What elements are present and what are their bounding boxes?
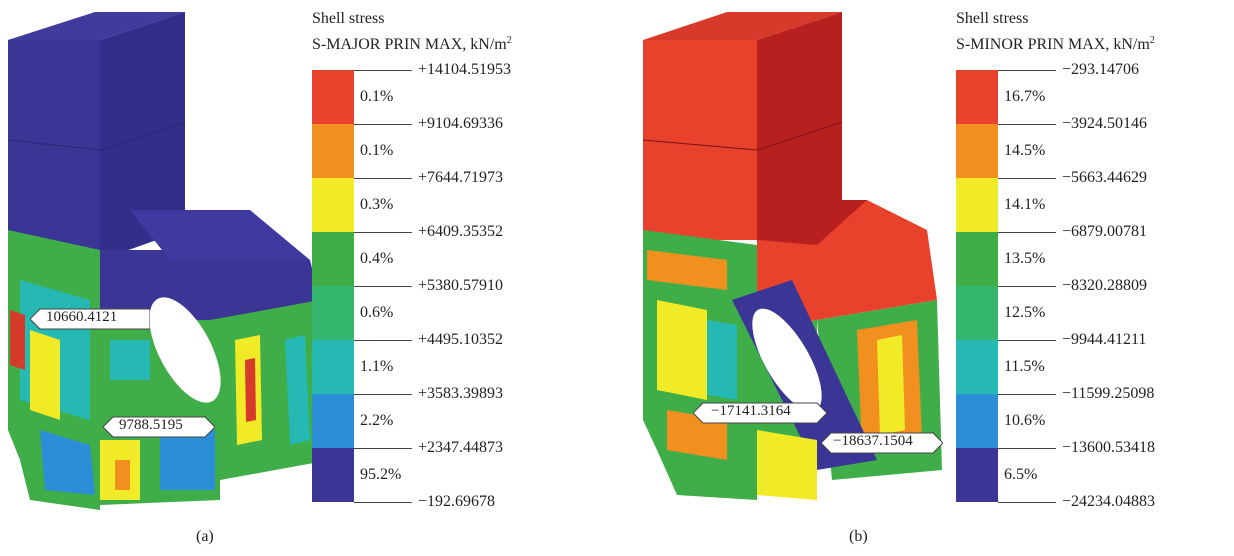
caption-a: (a) <box>196 528 214 545</box>
percent-label: 14.5% <box>1004 142 1046 159</box>
percent-label: 12.5% <box>1004 304 1046 321</box>
scale-band <box>312 448 354 502</box>
percent-label: 0.1% <box>360 142 394 159</box>
percent-label: 0.6% <box>360 304 394 321</box>
tick-label: −9944.41211 <box>998 331 1146 349</box>
stress-model-major <box>7 12 332 510</box>
callout-max-1: 10660.4121 <box>29 308 151 335</box>
legend-minor: Shell stress S-MINOR PRIN MAX, kN/m2 −29… <box>956 8 1226 528</box>
tick-label: +2347.44873 <box>354 439 503 457</box>
scale-band <box>956 394 998 448</box>
scale-band <box>956 286 998 340</box>
tick-label: −293.14706 <box>998 61 1139 79</box>
panel-a: 10660.4121 9788.5195 Shell stress S-MAJO… <box>0 0 617 556</box>
tick-label: +9104.69336 <box>354 115 503 133</box>
percent-label: 0.3% <box>360 196 394 213</box>
callout-max-2: 9788.5195 <box>102 416 216 443</box>
panel-b: −17141.3164 −18637.1504 Shell stress S-M… <box>617 0 1234 556</box>
percent-label: 95.2% <box>360 466 402 483</box>
legend-major: Shell stress S-MAJOR PRIN MAX, kN/m2 +14… <box>312 8 582 528</box>
tick-label: −24234.04883 <box>998 493 1155 511</box>
percent-label: 6.5% <box>1004 466 1038 483</box>
scale-band <box>312 340 354 394</box>
tick-label: −6879.00781 <box>998 223 1147 241</box>
tick-label: +7644.71973 <box>354 169 503 187</box>
scale-band <box>312 178 354 232</box>
tick-label: −11599.25098 <box>998 385 1154 403</box>
scale-band <box>956 232 998 286</box>
legend-title: Shell stress <box>312 10 385 27</box>
tick-label: −5663.44629 <box>998 169 1147 187</box>
tick-label: +6409.35352 <box>354 223 503 241</box>
scale-band <box>956 70 998 124</box>
percent-label: 10.6% <box>1004 412 1046 429</box>
percent-label: 0.4% <box>360 250 394 267</box>
tick-label: −3924.50146 <box>998 115 1147 133</box>
scale-band <box>312 232 354 286</box>
tick-label: +14104.51953 <box>354 61 511 79</box>
scale-band <box>312 394 354 448</box>
tick-label: −8320.28809 <box>998 277 1147 295</box>
scale-band <box>956 178 998 232</box>
percent-label: 2.2% <box>360 412 394 429</box>
legend-title: Shell stress <box>956 10 1029 27</box>
legend-quantity: S-MINOR PRIN MAX, kN/m2 <box>956 35 1155 53</box>
scale-band <box>956 448 998 502</box>
scale-band <box>312 70 354 124</box>
scale-band <box>956 124 998 178</box>
percent-label: 16.7% <box>1004 88 1046 105</box>
tick-label: +5380.57910 <box>354 277 503 295</box>
legend-quantity: S-MAJOR PRIN MAX, kN/m2 <box>312 35 512 53</box>
scale-band <box>312 124 354 178</box>
percent-label: 1.1% <box>360 358 394 375</box>
callout-min-2: −18637.1504 <box>820 432 944 459</box>
percent-label: 14.1% <box>1004 196 1046 213</box>
percent-label: 13.5% <box>1004 250 1046 267</box>
callout-min-1: −17141.3164 <box>692 402 828 429</box>
percent-label: 11.5% <box>1004 358 1045 375</box>
tick-label: −13600.53418 <box>998 439 1155 457</box>
tick-label: +3583.39893 <box>354 385 503 403</box>
tick-label: −192.69678 <box>354 493 495 511</box>
scale-band <box>956 340 998 394</box>
scale-band <box>312 286 354 340</box>
tick-label: +4495.10352 <box>354 331 503 349</box>
percent-label: 0.1% <box>360 88 394 105</box>
caption-b: (b) <box>849 528 868 545</box>
